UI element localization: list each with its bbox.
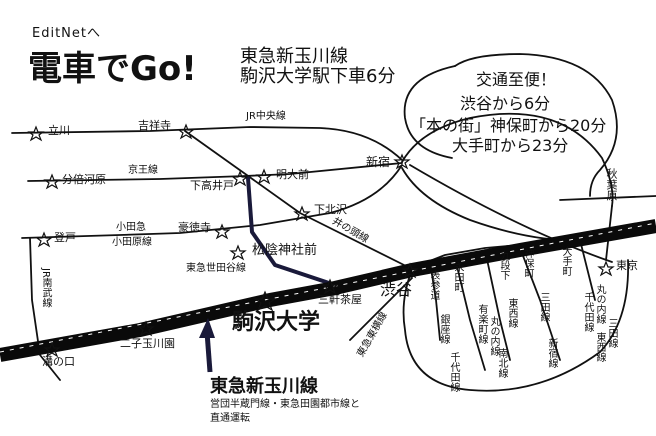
- label-marunouchi: 丸の内線: [488, 316, 499, 356]
- editnet-link[interactable]: EditNetへ: [32, 26, 101, 41]
- label-jr-chuo: JR中央線: [246, 111, 286, 122]
- station-sangenjaya: 三軒茶屋: [318, 293, 362, 306]
- station-futako: 二子玉川園: [120, 337, 175, 350]
- line-setagaya: [246, 176, 337, 287]
- line-yamanote: [401, 112, 614, 207]
- label-ginza: 銀座線: [438, 314, 449, 344]
- label-akihabara: 秋葉原: [605, 168, 618, 201]
- line-inokashira: [184, 130, 411, 269]
- arrow-up-icon: [199, 318, 215, 373]
- star-icon: [229, 244, 247, 261]
- star-icon: [27, 125, 45, 142]
- label-marunouchi-b: 丸の内線: [594, 284, 605, 324]
- star-icon: [231, 170, 249, 187]
- bubble-line-4: 大手町から23分: [452, 136, 569, 155]
- star-icon: [137, 320, 155, 337]
- star-icon: [393, 153, 411, 170]
- label-tozai-b: 東西線: [594, 332, 605, 362]
- star-icon: [35, 231, 53, 248]
- line-jr-nambu: [29, 237, 61, 381]
- star-icon: [43, 341, 61, 358]
- station-gotokuji: 豪徳寺: [178, 221, 211, 234]
- line-keio: [27, 162, 403, 182]
- star-icon: [253, 290, 277, 312]
- bubble-line-2: 渋谷から6分: [460, 94, 551, 113]
- station-tachikawa: 立川: [48, 124, 70, 137]
- label-odakyu: 小田急: [116, 222, 146, 233]
- station-kichijoji: 吉祥寺: [138, 119, 171, 132]
- station-shoin: 松陰神社前: [252, 243, 318, 258]
- station-otemachi: 大手町: [560, 246, 571, 276]
- label-odakyu-2: 小田原線: [112, 237, 152, 248]
- station-mizonokuchi: 溝の口: [42, 355, 75, 368]
- station-shibuya: 渋谷: [380, 280, 413, 299]
- label-chiyoda: 千代田線: [448, 352, 459, 392]
- station-kudanshita: 九段下: [498, 250, 509, 280]
- station-star-icons: [27, 123, 615, 358]
- line-toyoko: [349, 277, 413, 341]
- label-tozai: 東西線: [506, 298, 517, 328]
- star-icon: [255, 168, 273, 185]
- station-meidaimae: 明大前: [276, 168, 309, 181]
- line-shin-tamagawa: [0, 219, 656, 362]
- station-nagatacho: 永田町: [452, 262, 463, 292]
- line-jr-chuo: [11, 126, 403, 161]
- label-mita-b: 三田線: [606, 318, 617, 348]
- label-yurakucho: 有楽町線: [476, 304, 487, 344]
- header-station-info: 駒沢大学駅下車6分: [240, 66, 396, 87]
- label-jr-nambu: JR南武線: [40, 268, 51, 308]
- bottom-note-2: 直通運転: [210, 413, 250, 424]
- station-bubaigawara: 分倍河原: [62, 173, 106, 186]
- star-icon: [177, 123, 195, 140]
- bubble-outline: [454, 53, 618, 197]
- label-mita: 三田線: [538, 292, 549, 322]
- star-icon: [401, 262, 419, 279]
- bubble-line-3: 「本の街」神保町から20分: [410, 116, 607, 135]
- station-shimotakaido: 下高井戸: [190, 179, 234, 192]
- station-shinjuku: 新宿: [366, 155, 391, 169]
- line-odakyu: [21, 164, 403, 239]
- header-line-name: 東急新玉川線: [240, 46, 348, 67]
- station-omotesando: 表参道: [428, 270, 439, 300]
- label-keio: 京王線: [128, 165, 158, 176]
- star-icon: [213, 223, 231, 240]
- bubble-line-1: 交通至便！: [476, 70, 557, 89]
- page-title: 電車でGo!: [28, 49, 197, 89]
- label-setagaya: 東急世田谷線: [186, 263, 246, 274]
- label-chiyoda-b: 千代田線: [582, 292, 593, 332]
- bottom-note-1: 営団半蔵門線・東急田園都市線と: [210, 399, 360, 410]
- station-tokyo: 東京: [616, 259, 638, 272]
- label-shinjuku-line: 新宿線: [546, 338, 557, 368]
- label-nanboku: 南北線: [496, 348, 507, 378]
- bottom-title: 東急新玉川線: [210, 376, 318, 397]
- station-noborito: 登戸: [54, 231, 76, 244]
- star-icon: [321, 278, 339, 295]
- station-shimokitazawa: 下北沢: [314, 203, 347, 216]
- star-icon: [43, 173, 61, 190]
- star-icon: [597, 260, 615, 277]
- station-komazawa: 駒沢大学: [232, 310, 321, 335]
- station-jimbocho: 神保町: [522, 248, 533, 278]
- star-icon: [293, 205, 311, 222]
